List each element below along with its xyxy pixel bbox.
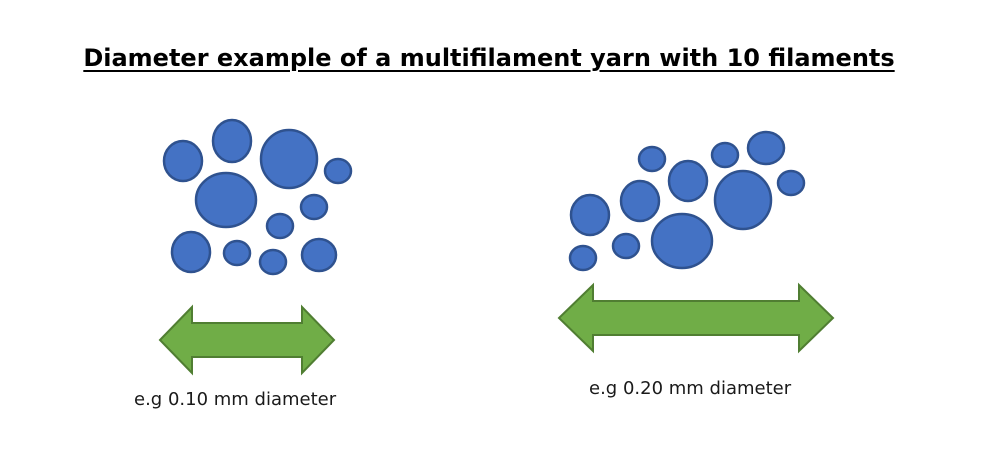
filament: [776, 169, 806, 197]
filament: [222, 239, 252, 267]
diameter-arrow-narrow: [158, 304, 336, 376]
filament: [323, 157, 353, 185]
diameter-caption-wide: e.g 0.20 mm diameter: [589, 378, 792, 399]
filament: [637, 145, 667, 173]
filament: [568, 244, 598, 272]
filament: [162, 139, 204, 183]
diameter-arrow-wide: [557, 282, 835, 354]
filament: [619, 179, 661, 223]
filament: [746, 130, 786, 166]
filament: [300, 237, 338, 273]
filament: [713, 169, 773, 231]
filament: [258, 248, 288, 276]
filament: [611, 232, 641, 260]
filament: [569, 193, 611, 237]
filament: [710, 141, 740, 169]
filament: [170, 230, 212, 274]
filament: [299, 193, 329, 221]
filament-bundle-narrow: [162, 118, 353, 276]
filament: [211, 118, 253, 164]
filament: [259, 128, 319, 190]
filament: [650, 212, 714, 270]
filament-bundle-wide: [568, 130, 806, 272]
diagram-title: Diameter example of a multifilament yarn…: [83, 44, 895, 72]
filament: [667, 159, 709, 203]
filament: [265, 212, 295, 240]
diameter-caption-narrow: e.g 0.10 mm diameter: [134, 389, 337, 410]
filament: [194, 171, 258, 229]
